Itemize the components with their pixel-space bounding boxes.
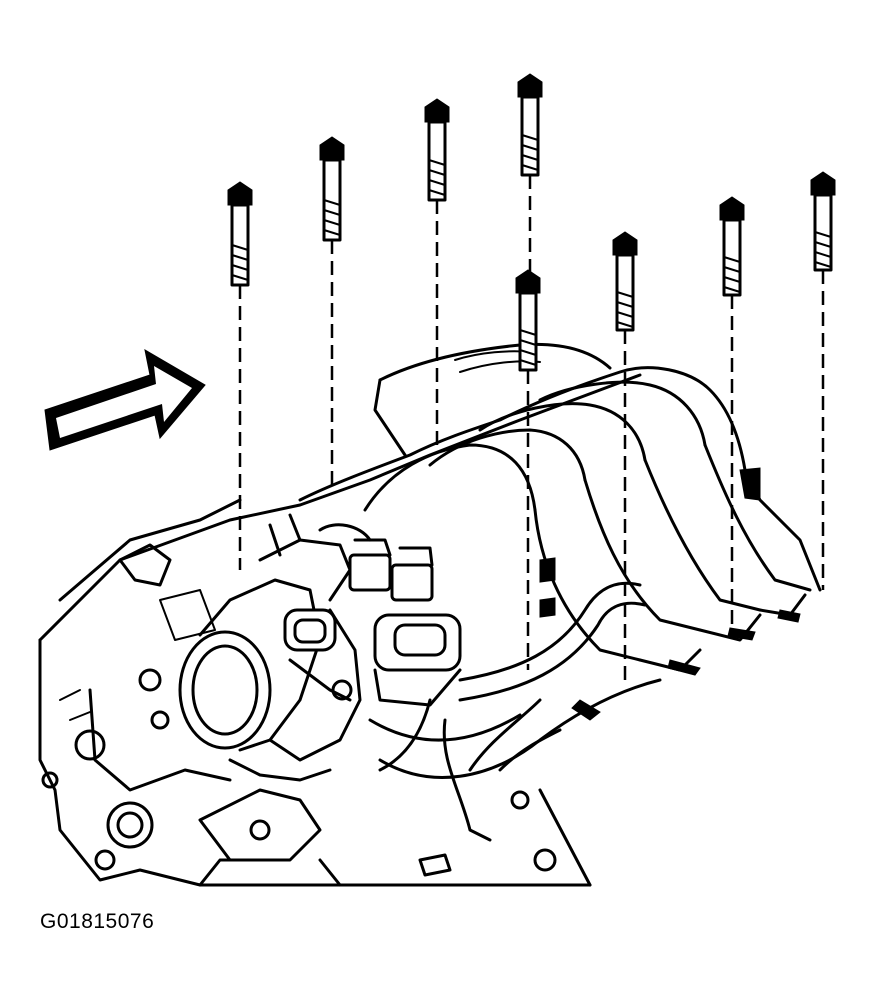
direction-arrow-icon bbox=[44, 349, 206, 451]
bolt-3 bbox=[424, 98, 450, 450]
figure-id: G01815076 bbox=[40, 910, 155, 933]
bolt-4 bbox=[517, 73, 543, 275]
bolt-7 bbox=[719, 196, 745, 630]
throttle-body bbox=[178, 538, 362, 782]
bolt-5 bbox=[515, 269, 541, 670]
bolt-2 bbox=[319, 136, 345, 490]
bolt-icon bbox=[227, 73, 836, 680]
vacuum-tube bbox=[378, 581, 647, 842]
engine-block bbox=[38, 373, 642, 887]
bolt-8 bbox=[810, 171, 836, 590]
intake-manifold bbox=[298, 342, 822, 779]
bolt-6 bbox=[612, 231, 638, 680]
bolt-1 bbox=[227, 181, 253, 570]
sensor-connectors bbox=[268, 513, 462, 707]
